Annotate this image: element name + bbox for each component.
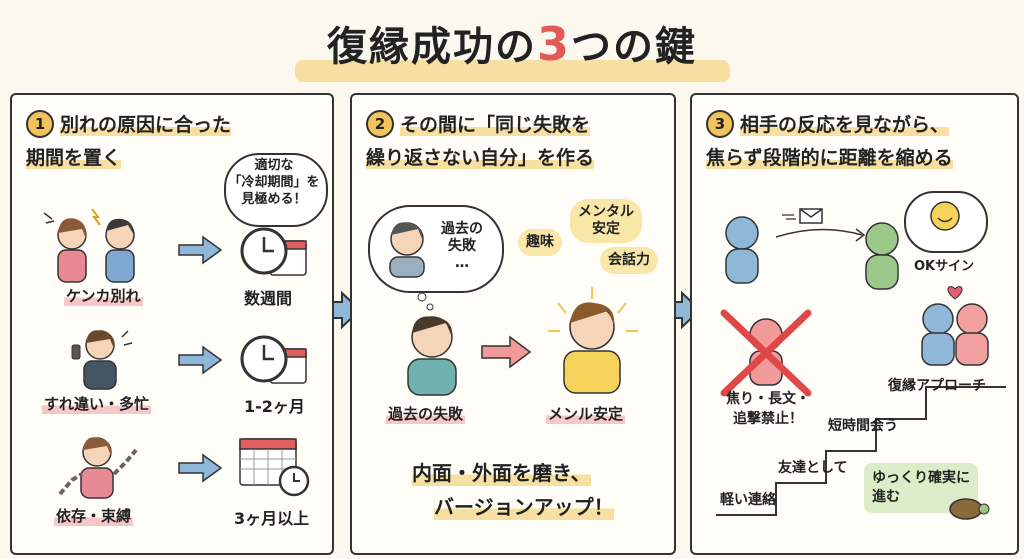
title-prefix: 復縁成功の — [326, 24, 537, 70]
period-months: 1-2ヶ月 — [244, 397, 305, 416]
panel3-heading: 3 相手の反応を見ながら、 焦らず段階的に距離を縮める — [706, 109, 953, 175]
ok-sign-label: OKサイン — [914, 259, 975, 274]
blue-figure-icon — [725, 216, 759, 284]
smiley-icon — [930, 201, 960, 231]
label-mental-stable: メンル安定 — [546, 403, 626, 424]
turtle-icon — [949, 498, 990, 520]
footer-line2: バージョンアップ！ — [434, 491, 614, 520]
period-weeks: 数週間 — [244, 289, 293, 308]
staircase — [716, 386, 1006, 516]
cooling-bubble-text: 適切な 「冷却期間」を 見極める！ — [224, 157, 324, 208]
worried-face-icon — [389, 222, 425, 278]
happy-couple-icon — [921, 286, 989, 366]
thought-line-2: 失敗 — [448, 238, 476, 254]
arrow-right-icon — [178, 235, 223, 265]
panel1-heading-line2: 期間を置く — [26, 147, 122, 169]
panel-gradual-approach: 3 相手の反応を見ながら、 焦らず段階的に距離を縮める OKサイン 焦り・長文・ … — [690, 93, 1019, 555]
title-number: 3 — [536, 17, 571, 71]
panel3-heading-line2: 焦らず段階的に距離を縮める — [706, 147, 953, 169]
tag-conversation: 会話力 — [600, 247, 658, 274]
note-line2: 進む — [872, 489, 900, 505]
tag-mental-line1: メンタル — [578, 204, 634, 220]
thought-line-3: … — [455, 255, 469, 271]
green-figure-icon — [865, 222, 899, 290]
arrow-right-pink-icon — [481, 335, 532, 369]
warning-line2: 追撃禁止！ — [733, 411, 803, 427]
cause-fight: ケンカ別れ — [64, 285, 143, 306]
chained-woman-icon — [58, 437, 138, 499]
bubble-line-2: 「冷却期間」を — [228, 175, 320, 190]
clock-calendar-icon — [240, 335, 307, 384]
arrow-right-icon — [178, 345, 223, 375]
footer-line1: 内面・外面を磨き、 — [412, 457, 591, 486]
thought-text: 過去の 失敗 … — [434, 221, 490, 272]
busy-woman-icon — [71, 330, 133, 390]
step-number-3: 3 — [706, 110, 734, 138]
thought-line-1: 過去の — [441, 221, 483, 237]
label-past-failure: 過去の失敗 — [386, 403, 466, 424]
panel1-heading-line1: 別れの原因に合った — [60, 114, 232, 136]
page-title: 復縁成功の3つの鍵 — [0, 14, 1024, 82]
panel3-heading-line1: 相手の反応を見ながら、 — [740, 114, 950, 136]
thought-dots — [417, 292, 434, 311]
panel2-heading: 2 その間に「同じ失敗を 繰り返さない自分」を作る — [366, 109, 595, 175]
tag-mental: メンタル 安定 — [570, 199, 642, 243]
bubble-line-1: 適切な — [254, 158, 294, 173]
step-reunion-approach: 復縁アプローチ — [888, 378, 986, 394]
cooling-bubble — [224, 153, 328, 227]
arguing-couple-icon — [43, 208, 135, 283]
warning-line1: 焦り・長文・ — [726, 391, 810, 407]
warning-text: 焦り・長文・ 追撃禁止！ — [720, 389, 816, 429]
confident-person-icon — [548, 287, 638, 394]
tag-mental-line2: 安定 — [592, 221, 620, 237]
panel-cooling-period: 1 別れの原因に合った 期間を置く 適切な 「冷却期間」を 見極める！ ケンカ別れ… — [10, 93, 334, 555]
bubble-line-3: 見極める！ — [241, 192, 307, 207]
tag-hobby: 趣味 — [518, 229, 562, 256]
clock-calendar-icon — [240, 227, 307, 276]
period-long: 3ヶ月以上 — [234, 509, 310, 528]
rushing-person-crossed-icon — [720, 309, 812, 397]
step-as-friends: 友達として — [778, 460, 848, 476]
past-failure-thought — [368, 205, 504, 293]
title-suffix: つの鍵 — [571, 24, 697, 70]
step-light-contact: 軽い連絡 — [720, 492, 776, 508]
note-line1: ゆっくり確実に — [872, 470, 970, 486]
step-number-1: 1 — [26, 110, 54, 138]
step-number-2: 2 — [366, 110, 394, 138]
message-arrow-icon — [775, 208, 866, 242]
calendar-clock-icon — [239, 438, 310, 497]
cause-dependence: 依存・束縛 — [54, 505, 134, 526]
cause-busy: すれ違い・多忙 — [42, 393, 152, 414]
panel1-heading: 1 別れの原因に合った 期間を置く — [26, 109, 232, 175]
step-short-meeting: 短時間会う — [828, 418, 898, 434]
sad-person-icon — [407, 316, 457, 396]
panel2-heading-line1: その間に「同じ失敗を — [400, 114, 591, 136]
panel2-heading-line2: 繰り返さない自分」を作る — [366, 147, 595, 169]
arrow-right-icon — [178, 453, 223, 483]
